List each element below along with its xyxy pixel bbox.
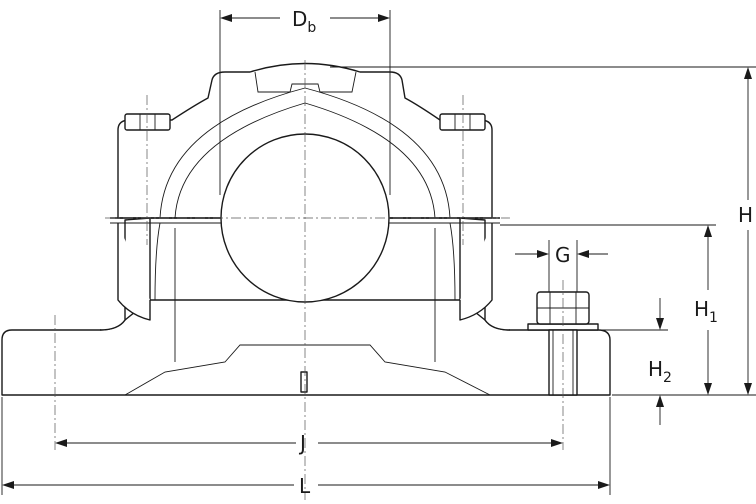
housing-body <box>1 62 611 396</box>
label-J: J <box>298 431 306 455</box>
dimension-H: H <box>330 66 756 395</box>
label-H: H <box>738 203 753 227</box>
dimension-Db: Db <box>219 7 391 195</box>
housing-side-walls <box>99 217 511 331</box>
label-H1: H1 <box>694 297 718 326</box>
label-H2: H2 <box>648 357 672 386</box>
foot-bolt <box>527 280 599 450</box>
label-Db: Db <box>292 7 316 36</box>
dimension-L: L <box>1 397 611 498</box>
dimension-G: G <box>515 240 608 292</box>
dimension-J: J <box>55 431 563 455</box>
cap-bolt-left <box>124 95 171 245</box>
label-G: G <box>555 243 571 267</box>
cap-bolt-right <box>439 95 486 245</box>
dimension-H2: H2 <box>600 298 756 425</box>
label-L: L <box>299 474 311 498</box>
dimension-H1: H1 <box>500 224 718 395</box>
